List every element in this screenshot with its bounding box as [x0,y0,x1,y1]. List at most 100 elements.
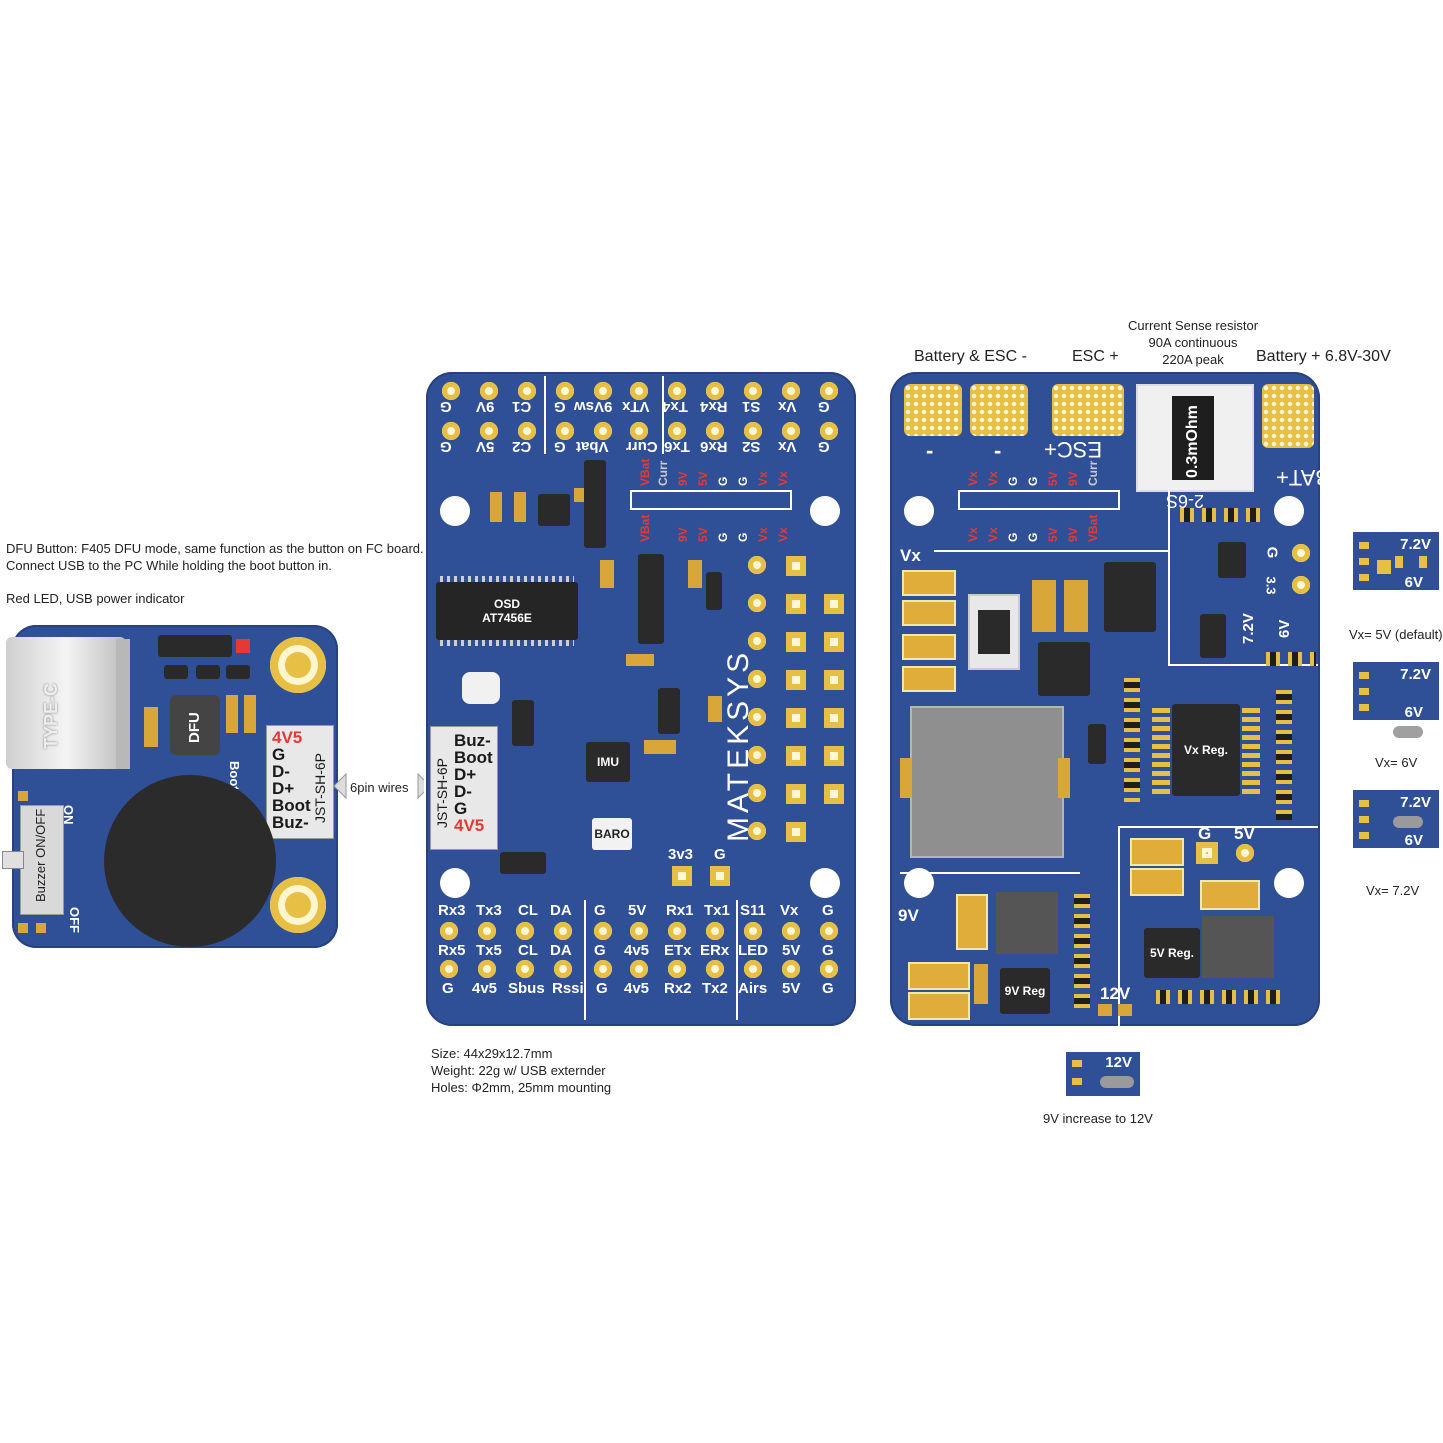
pad [1072,1060,1082,1067]
jumper-bridge-6v[interactable] [1393,726,1423,738]
silk-label: G [736,532,750,542]
pad [706,382,724,400]
silk-label: 5V [1046,471,1060,486]
buzzer-switch-label: Buzzer ON/OFF [33,808,48,902]
jst-connector-usb [266,725,334,839]
pad-battery-plus[interactable] [1262,384,1314,448]
pad [1359,800,1369,807]
silk-label: G [818,398,830,415]
pad [1359,672,1369,679]
silk-label: G [822,980,834,997]
fc-ic-small [538,494,570,526]
buzzer-switch[interactable]: Buzzer ON/OFF [20,805,64,915]
dfu-button[interactable]: DFU [170,695,220,755]
silk-label: G [1006,476,1020,486]
pad [1359,704,1369,711]
v9-inductor [996,892,1058,954]
silk-label: Tx3 [476,902,502,919]
silk-label: Vx [756,527,770,542]
fc-esc-silk-top: VBat Curr 9V 5V G G Vx Vx [638,456,790,490]
vx-mosfet [1038,642,1090,696]
silk-label: Tx6 [664,438,690,455]
pad [706,960,724,978]
pad [478,922,496,940]
pad [1359,558,1369,565]
imu-chip: IMU [586,742,630,782]
silk-label: Vx [966,471,980,486]
fc-diode [706,572,722,610]
pad [1072,1078,1082,1085]
silk-label: 9V [1066,527,1080,542]
v12-jumper-bridge[interactable] [1100,1076,1134,1088]
button-pad-2 [226,695,238,733]
silk-label: Rx4 [700,398,728,415]
fc-black-block-4 [658,688,680,734]
smd [1058,758,1070,798]
pad [630,960,648,978]
pad [786,708,806,728]
jumper-bridge-7v2[interactable] [1393,816,1423,828]
silk-label: 9V [676,527,690,542]
pad-battery-minus-2[interactable] [970,384,1028,436]
switch-pad-1 [18,791,28,801]
silk-label: 5V [782,980,801,997]
osd-model: AT7456E [482,611,532,625]
osd-pins-bottom [440,640,574,646]
silk-label: 5V [628,902,647,919]
silk-label: VBat [638,514,652,542]
v9-label: 9V [898,906,919,925]
mount-hole-bottom [270,877,326,933]
pad-battery-minus-1[interactable] [904,384,962,436]
arrow-right [417,772,424,800]
5v-cap-3 [1200,880,1260,910]
fc-black-block-1 [584,460,606,548]
pad [554,922,572,940]
pad [786,822,806,842]
usb-pin-dminus: D- [272,762,290,781]
jst-label-usb: JST-SH-6P [312,752,328,823]
pad [782,960,800,978]
silk-label: S2 [742,438,761,455]
vx-line [934,550,1170,552]
silk-label: S11 [740,902,766,919]
pad [594,422,612,440]
pad [480,382,498,400]
fc-pin-4v5: 4V5 [454,816,485,835]
switch-knob[interactable] [2,851,24,869]
smd [626,654,654,666]
silk-label: Tx5 [476,942,502,959]
v5-label: 5V [1234,824,1255,843]
switch-pad-2 [36,923,46,933]
silk-label: Vx [776,527,790,542]
silk-label: G [554,438,566,455]
resistor-2 [196,665,220,679]
vx-cap-3 [902,634,956,660]
9v-cap-2 [908,962,970,990]
fc-pin-buz: Buz- [454,731,491,750]
vx-diode-small [1088,724,1106,764]
pad [748,632,766,650]
osd-label: OSD [493,597,520,611]
pad [786,670,806,690]
pad-esc-plus[interactable] [1052,384,1124,436]
silk-label: Vx [778,398,797,415]
silk-label: G [736,476,750,486]
9v-divider-h [900,872,1080,874]
silk-label: Vx [780,902,799,919]
resistor-3 [226,665,250,679]
pad [824,746,844,766]
silk-label: C2 [512,438,532,455]
pdb-mount-hole-br [1274,868,1304,898]
jst-label-fc: JST-SH-6P [434,757,450,828]
silk-label: Rx3 [438,902,466,919]
resistor-col [1074,894,1090,1010]
diode-chip [158,635,232,657]
silk-label: 5V [696,471,710,486]
silk-label: 4v5 [472,980,498,997]
silk-label: 9Vsw [574,398,613,415]
pad [824,708,844,728]
fc-mount-hole-br [810,868,840,898]
5v-cap-2 [1130,868,1184,896]
fc-mount-hole-tr [810,496,840,526]
caption-vx-5v: Vx= 5V (default) [1349,627,1443,642]
